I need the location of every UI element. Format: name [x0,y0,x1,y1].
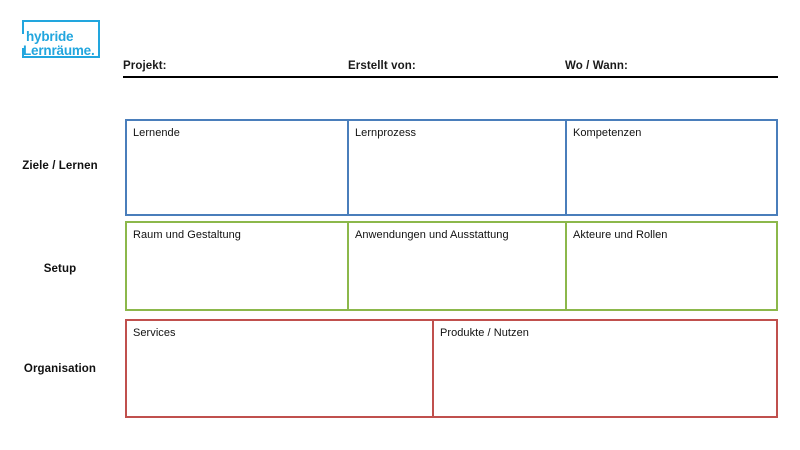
header-field-erstellt-von[interactable]: Erstellt von: [348,60,416,72]
header-field-projekt[interactable]: Projekt: [123,60,167,72]
row-label-organisation: Organisation [23,363,97,375]
canvas-cell-lernende[interactable]: Lernende [127,121,347,214]
canvas-cell-akteure-und-rollen[interactable]: Akteure und Rollen [565,223,776,309]
canvas-cell-label: Services [133,327,176,339]
row-label-setup: Setup [43,263,77,275]
header-divider-rule [123,76,778,78]
canvas-cell-produkte-nutzen[interactable]: Produkte / Nutzen [432,321,776,416]
canvas-cell-label: Lernprozess [355,127,417,139]
canvas-cell-anwendungen-und-ausstattung[interactable]: Anwendungen und Ausstattung [347,223,565,309]
header-field-wo-wann[interactable]: Wo / Wann: [565,60,628,72]
logo-text-line1: hybride [26,29,74,44]
header-bar: Projekt: Erstellt von: Wo / Wann: [123,50,778,80]
canvas-cell-kompetenzen[interactable]: Kompetenzen [565,121,776,214]
row-label-ziele-lernen: Ziele / Lernen [22,160,98,172]
canvas-cell-label: Akteure und Rollen [573,229,668,241]
canvas-row-setup: Raum und Gestaltung Anwendungen und Auss… [125,221,778,311]
canvas-cell-label: Kompetenzen [573,127,642,139]
canvas-cell-label: Raum und Gestaltung [133,229,241,241]
canvas-row-organisation: Services Produkte / Nutzen [125,319,778,418]
logo-text-line2: Lernräume. [23,42,95,58]
canvas-cell-label: Lernende [133,127,180,139]
brand-logo: hybride Lernräume. [18,18,104,68]
header-field-group: Projekt: Erstellt von: Wo / Wann: [123,50,778,74]
canvas-cell-label: Produkte / Nutzen [440,327,529,339]
canvas-cell-services[interactable]: Services [127,321,432,416]
canvas-cell-raum-und-gestaltung[interactable]: Raum und Gestaltung [127,223,347,309]
logo-frame-decoration [22,20,100,58]
logo-text: hybride Lernräume. [23,29,95,58]
logo-frame-left-tick-lower [22,48,24,58]
logo-frame-left-tick [22,20,24,34]
canvas-cell-lernprozess[interactable]: Lernprozess [347,121,565,214]
canvas-row-ziele-lernen: Lernende Lernprozess Kompetenzen [125,119,778,216]
canvas-cell-label: Anwendungen und Ausstattung [355,229,509,241]
